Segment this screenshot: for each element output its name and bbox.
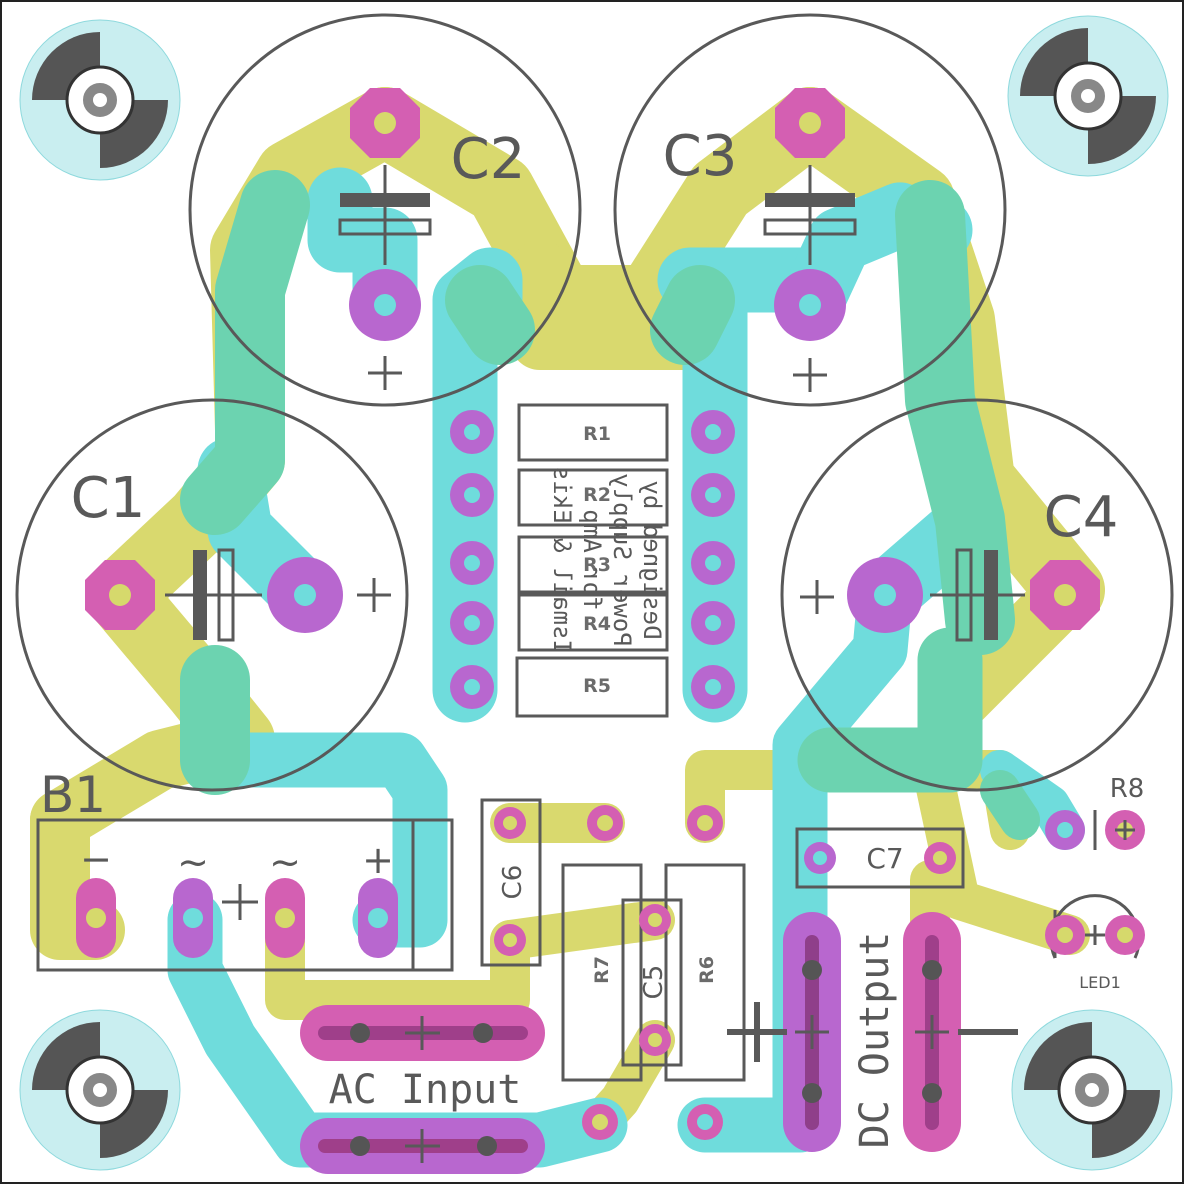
r2-label: R2 [583, 484, 611, 506]
c2-label: C2 [451, 127, 526, 192]
r6-outline [664, 863, 746, 1082]
c3-pad-2-hole [799, 294, 821, 316]
c5-pad-2-hole [648, 1033, 662, 1047]
led1 [1045, 894, 1145, 959]
ac-input-label: AC Input [329, 1067, 522, 1113]
b1-ac1-label: ~ [177, 840, 209, 884]
resistor-array [515, 403, 669, 718]
c7-outline [795, 827, 965, 889]
c4-outline [780, 398, 1174, 792]
c6-pad-1-hole [503, 816, 517, 830]
r6-label: R6 [696, 956, 718, 984]
c2-pad-2-hole [374, 294, 396, 316]
c7-pad-1-hole [813, 851, 827, 865]
via-pad-1-hole [597, 815, 613, 831]
c4-polarity-symbol [800, 548, 1025, 642]
c1-pad-1-hole [109, 584, 131, 606]
c2-polarity-symbol [338, 165, 432, 390]
r4-label: R4 [583, 613, 611, 635]
b1-plus-label: + [362, 838, 394, 882]
c6-pad-2-hole [503, 933, 517, 947]
c4-pad-2-hole [874, 584, 896, 606]
b1-minus-label: − [80, 837, 112, 881]
r3-label: R3 [583, 554, 611, 576]
dc-output-connector [727, 912, 1018, 1152]
c2-outline [188, 13, 582, 407]
credit-line-1: Designed by [638, 481, 666, 640]
b1-label: B1 [40, 766, 106, 824]
c7-label: C7 [866, 842, 903, 875]
mounting-hole-top-left [19, 19, 181, 181]
via-pad-2-hole [697, 815, 713, 831]
c1-outline [15, 398, 409, 792]
overlap-copper [180, 170, 1040, 840]
c2-pad-1-hole [374, 112, 396, 134]
r6-pad-bottom-hole [697, 1114, 713, 1130]
c6-label: C6 [498, 865, 528, 900]
c1-pad-2-hole [294, 584, 316, 606]
c5-label: C5 [639, 965, 669, 1000]
mounting-hole-bottom-left [19, 1009, 181, 1171]
r7-label: R7 [591, 956, 613, 984]
r7-pad-bottom-hole [592, 1114, 608, 1130]
credit-line-4: Ismail & Ekis [548, 466, 576, 654]
c5-pad-1-hole [648, 913, 662, 927]
c5-outline [621, 898, 683, 1067]
c4-label: C4 [1044, 485, 1119, 550]
led1-label: LED1 [1079, 973, 1121, 992]
c3-label: C3 [663, 124, 738, 189]
r1-label: R1 [583, 423, 611, 445]
r7-outline [561, 863, 643, 1082]
c1-polarity-symbol [165, 548, 391, 642]
c1-label: C1 [71, 466, 146, 531]
r8-pad-1-hole [1057, 822, 1073, 838]
c3-pad-1-hole [799, 112, 821, 134]
b1-ac2-label: ~ [269, 840, 301, 884]
resistor-array-pads [450, 410, 735, 709]
c4-pad-1-hole [1054, 584, 1076, 606]
credit-line-2: Power Supply [608, 473, 636, 646]
r8-label: R8 [1110, 774, 1145, 804]
b1-pads [76, 878, 398, 958]
c3-outline [613, 13, 1007, 407]
mirrored-credit-text: Designed by Power Supply for Amp Ismail … [548, 466, 666, 654]
bridge-rectifier-b1 [36, 818, 454, 972]
c6-outline [480, 798, 542, 967]
credit-line-3: for Amp [578, 509, 606, 610]
ac-input-connector [300, 1005, 545, 1174]
dc-output-label: DC Output [852, 932, 898, 1149]
mounting-hole-top-right [1007, 15, 1169, 177]
c3-polarity-symbol [763, 165, 857, 392]
c7-pad-2-hole [933, 851, 947, 865]
mounting-hole-bottom-right [1011, 1009, 1173, 1171]
r5-label: R5 [583, 675, 611, 697]
